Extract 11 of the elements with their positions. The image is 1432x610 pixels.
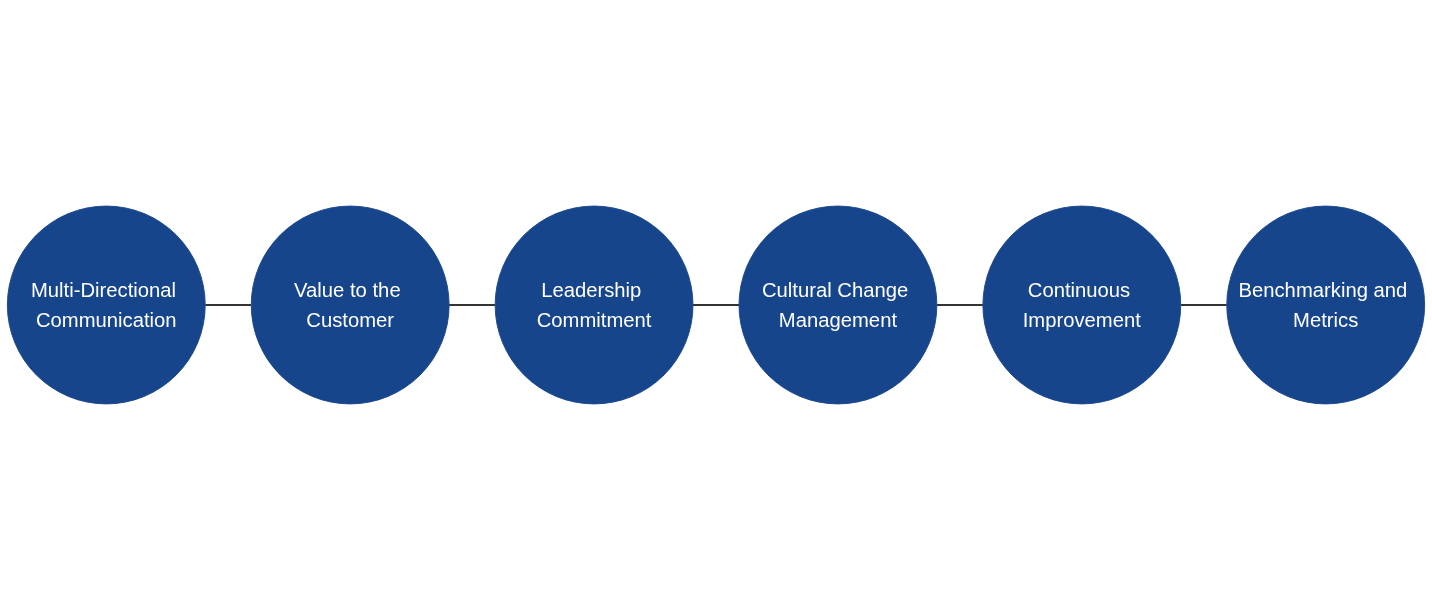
connector [204,304,253,306]
connector [935,304,984,306]
node-circle: Multi-Directional Communication [6,205,206,405]
node-circle: Benchmarking and Metrics [1226,205,1426,405]
node-circle: Leadership Commitment [494,205,694,405]
connector [692,304,740,306]
connector [1179,304,1228,306]
connector [448,304,497,306]
node-circle: Continuous Improvement [982,205,1182,405]
node-circle: Value to the Customer [250,205,450,405]
node-circle: Cultural Change Management [738,205,938,405]
